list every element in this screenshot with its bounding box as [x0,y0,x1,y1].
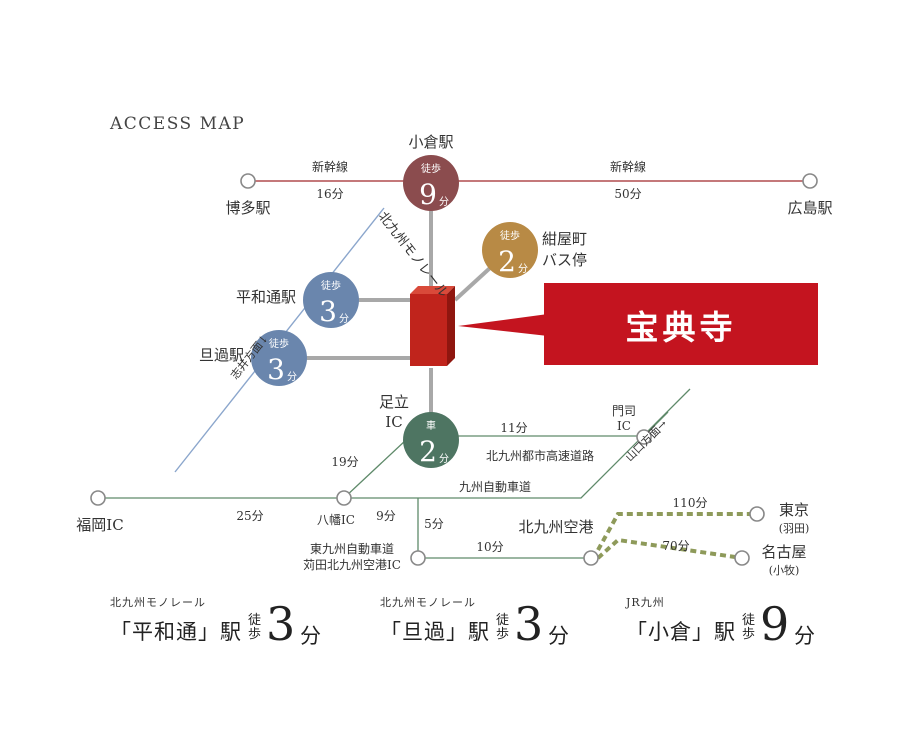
hakata-station-marker [240,173,256,189]
kanda-ic-marker [410,550,426,566]
svg-text:分: 分 [339,313,349,325]
heiwadori-station-label: 平和通駅 [236,288,296,306]
hiroshima-station-label: 広島駅 [787,199,832,217]
yahata-time: 19分 [331,455,358,469]
moji-time: 11分 [500,421,527,435]
fukuoka-ic-marker [90,490,106,506]
moji-ic-label-1: 門司 [612,404,636,418]
footer-minutes: 3 [266,597,296,651]
svg-text:徒歩: 徒歩 [500,229,520,242]
fukuoka-ic-label: 福岡IC [76,516,123,534]
yahata-ic-label: 八幡IC [317,512,355,527]
yahata-ic-marker [336,490,352,506]
svg-text:2: 2 [419,435,437,468]
adachi-ic-label-2: IC [385,413,402,431]
tanga-walk-badge: 徒歩 3 分 [251,330,307,386]
shinkansen-right-label: 新幹線 [610,159,646,174]
flight-routes [596,512,752,560]
tokyo-marker [749,506,765,522]
destination-building-icon [410,286,455,366]
footer-walk-label: 徒歩 [496,613,510,642]
svg-text:分: 分 [518,263,528,275]
footer-station-name: 「平和通」駅 [110,620,242,644]
hiroshima-station-marker [802,173,818,189]
heiwadori-walk-badge: 徒歩 3 分 [303,272,359,328]
adachi-ic-label-1: 足立 [379,393,409,411]
footer-walk-label: 徒歩 [248,613,262,642]
svg-text:3: 3 [319,295,337,328]
tokyo-sublabel: (羽田) [779,522,810,535]
footer-minutes: 9 [760,597,790,651]
bus-walk-badge: 徒歩 2 分 [482,222,538,278]
destination-pointer [458,314,548,336]
airport-time: 10分 [476,540,503,554]
kokura-walk-badge: 徒歩 9 分 [403,155,459,211]
shinkansen-right-time: 50分 [614,187,641,201]
footer-line-name: 北九州モノレール [110,596,206,609]
shinkansen-left-label: 新幹線 [312,159,348,174]
svg-text:徒歩: 徒歩 [269,337,289,350]
footer-station-name: 「旦過」駅 [380,620,490,644]
kyushu-expressway-label: 九州自動車道 [459,480,531,494]
monorail-line-label: 北九州モノレール [375,209,451,300]
footer-unit: 分 [300,624,321,648]
airport-label: 北九州空港 [518,518,593,536]
footer-walk-label: 徒歩 [742,613,756,642]
higashi-kyushu-label: 東九州自動車道 [310,542,394,556]
footer-line-name: 北九州モノレール [380,596,476,609]
svg-text:分: 分 [439,196,449,208]
bus-stop-name-1: 紺屋町 [542,230,587,248]
svg-text:3: 3 [267,353,285,386]
footer-unit: 分 [548,624,569,648]
footer-minutes: 3 [514,597,544,651]
svg-text:2: 2 [498,245,516,278]
footer-line-name: JR九州 [626,596,665,609]
nagoya-time: 70分 [662,539,689,553]
airport-marker [583,550,599,566]
kokura-station-label: 小倉駅 [408,133,453,151]
footer-tanga: 北九州モノレール 「旦過」駅 徒歩 3 分 [380,594,600,654]
hakata-station-label: 博多駅 [225,199,270,217]
tanga-station-label: 旦過駅 [199,346,244,364]
kanda-time-9: 9分 [376,509,396,523]
tokyo-time: 110分 [673,496,708,510]
nagoya-marker [734,550,750,566]
svg-text:分: 分 [287,371,297,383]
urban-expressway-label: 北九州都市高速道路 [486,448,594,463]
footer-station-name: 「小倉」駅 [626,620,736,644]
svg-text:9: 9 [419,178,437,211]
footer-unit: 分 [794,624,815,648]
footer-heiwadori: 北九州モノレール 「平和通」駅 徒歩 3 分 [110,594,340,654]
destination-banner [544,283,818,365]
map-title: ACCESS MAP [109,114,245,134]
access-connectors [296,210,492,418]
nagoya-label: 名古屋 [761,543,806,561]
moji-ic-label-2: IC [617,419,631,433]
tokyo-label: 東京 [779,501,809,519]
destination-name: 宝典寺 [626,308,737,347]
svg-text:車: 車 [426,419,436,432]
moji-ic-marker [636,429,652,445]
svg-text:徒歩: 徒歩 [321,279,341,292]
adachi-car-badge: 車 2 分 [403,412,459,468]
bus-stop-name-2: バス停 [542,251,587,269]
footer-kokura: JR九州 「小倉」駅 徒歩 9 分 [626,594,856,654]
svg-text:徒歩: 徒歩 [421,162,441,175]
svg-text:分: 分 [439,453,449,465]
nagoya-sublabel: (小牧) [769,563,800,577]
kanda-ic-label: 苅田北九州空港IC [303,558,401,572]
shinkansen-left-time: 16分 [316,187,343,201]
kanda-time-5: 5分 [424,517,444,531]
fukuoka-time: 25分 [236,509,263,523]
